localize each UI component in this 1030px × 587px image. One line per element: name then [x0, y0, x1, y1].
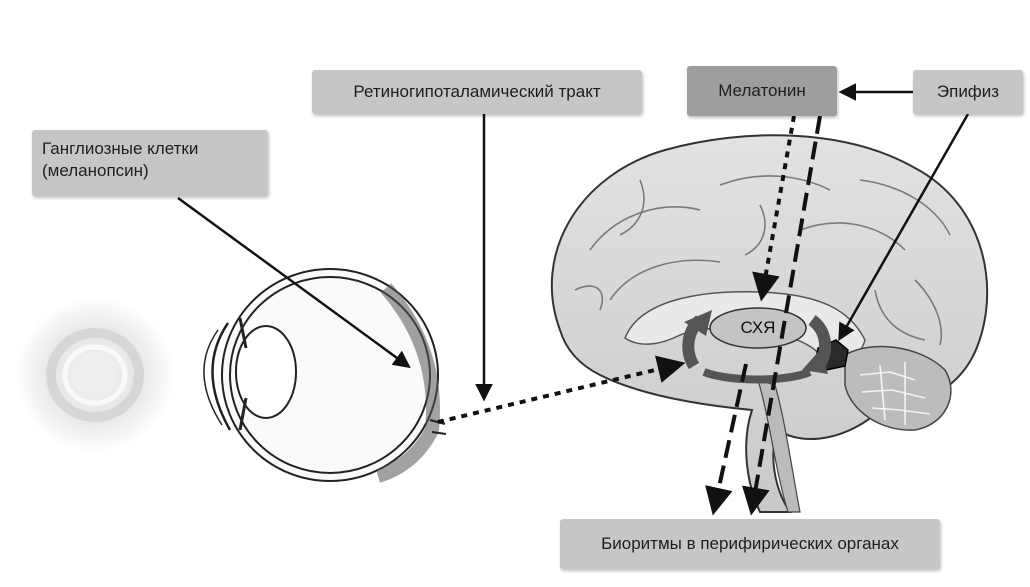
peripheral-biorhythms-label: Биоритмы в перифирических органах	[560, 519, 940, 569]
retinohypothalamic-tract-text: Ретиногипоталамический тракт	[353, 81, 600, 103]
light-source-icon	[15, 297, 175, 453]
melatonin-label: Мелатонин	[687, 66, 837, 116]
ganglion-cells-line2: (меланопсин)	[42, 160, 258, 182]
scn-label: СХЯ	[712, 313, 804, 343]
melatonin-text: Мелатонин	[718, 80, 806, 102]
retinohypothalamic-tract-label: Ретиногипоталамический тракт	[312, 70, 642, 114]
eye-icon	[204, 269, 446, 481]
epiphysis-label: Эпифиз	[913, 70, 1023, 114]
peripheral-biorhythms-text: Биоритмы в перифирических органах	[601, 533, 899, 555]
ganglion-cells-line1: Ганглиозные клетки	[42, 138, 258, 160]
ganglion-cells-label: Ганглиозные клетки (меланопсин)	[32, 130, 268, 196]
epiphysis-text: Эпифиз	[937, 81, 999, 103]
